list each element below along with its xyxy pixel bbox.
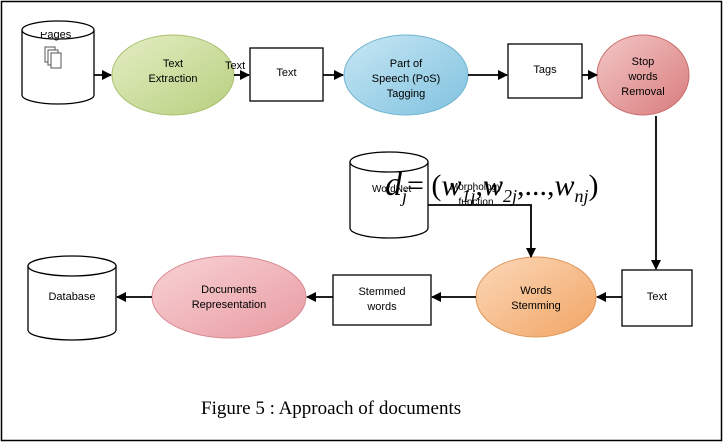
database-cylinder xyxy=(27,255,117,341)
stop-words-label: Stop words Removal xyxy=(621,56,665,98)
text-box-1-label: Text xyxy=(276,67,297,79)
formula-comma1: , xyxy=(475,169,483,202)
formula-wn: w xyxy=(554,169,575,202)
database-label: Database xyxy=(48,291,96,303)
text-box-2 xyxy=(621,269,693,327)
documents-representation-label: Documents Representation xyxy=(191,284,267,311)
document-vector-formula: dj= (w1j,w2j,...,wnj) xyxy=(385,168,599,213)
formula-close: ) xyxy=(588,169,599,202)
words-stemming-label: Words Stemming xyxy=(511,285,561,312)
formula-w1-sub: 1j xyxy=(461,186,476,206)
pages-document-icon xyxy=(44,46,62,69)
formula-wn-sub: nj xyxy=(574,186,589,206)
pos-tagging-label: Part of Speech (PoS) Tagging xyxy=(371,58,441,100)
formula-d: d xyxy=(385,166,402,203)
formula-d-sub: j xyxy=(402,186,408,206)
figure-caption: Figure 5 : Approach of documents xyxy=(201,398,462,419)
formula-ellipsis: ,..., xyxy=(517,169,555,202)
pages-label: Pages xyxy=(40,29,72,41)
text-edge-label: Text xyxy=(225,60,246,72)
arrow-wordnet-to-stemming xyxy=(428,204,536,258)
stemmed-words-label: Stemmed words xyxy=(358,286,406,313)
morphology-label: Morphology function xyxy=(449,182,503,208)
formula-w1: w xyxy=(441,169,462,202)
text-extraction-label: Text Extraction xyxy=(148,58,198,85)
wordnet-cylinder xyxy=(349,151,429,239)
tags-label: Tags xyxy=(533,64,557,76)
text-box-2-label: Text xyxy=(646,291,668,303)
tags-box xyxy=(507,43,583,99)
wordnet-label: WordNet xyxy=(372,184,412,195)
formula-equals: = ( xyxy=(407,169,442,202)
formula-w2-sub: 2j xyxy=(502,186,517,206)
formula-w2: w xyxy=(482,169,503,202)
stemmed-words-box xyxy=(332,274,432,326)
